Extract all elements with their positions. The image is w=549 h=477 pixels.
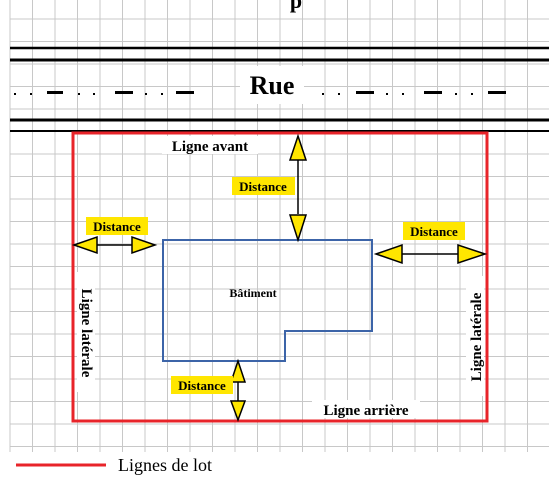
- street-centerline-left: [14, 91, 194, 95]
- front-distance-highlight: [232, 177, 295, 195]
- left-side-label-background: [77, 272, 95, 392]
- left-distance-label: Distance: [93, 219, 141, 234]
- front-line-label-background: [162, 136, 258, 154]
- left-side-label: Ligne latérale: [78, 289, 94, 378]
- legend-background: [10, 452, 250, 474]
- legend-label: Lignes de lot: [118, 455, 212, 475]
- front-distance-label: Distance: [239, 179, 287, 194]
- right-distance-label: Distance: [410, 224, 458, 239]
- right-distance-highlight: [403, 222, 465, 240]
- rear-line-label-background: [312, 400, 420, 418]
- right-distance-arrow: [373, 243, 488, 265]
- left-distance-highlight: [86, 217, 148, 235]
- front-distance-arrow: [288, 133, 308, 243]
- street-label-background: [240, 66, 304, 104]
- building-label: Bâtiment: [229, 286, 276, 300]
- right-side-label: Ligne latérale: [469, 292, 485, 381]
- street-label: Rue: [250, 71, 295, 100]
- building-outline: [162, 239, 373, 362]
- rear-distance-label: Distance: [178, 378, 226, 393]
- left-distance-arrow: [71, 235, 158, 255]
- right-side-label-background: [466, 276, 484, 396]
- front-line-label: Ligne avant: [172, 139, 248, 155]
- lot-boundary: [71, 131, 489, 423]
- rear-distance-arrow: [229, 358, 247, 423]
- street-lines: [10, 46, 549, 132]
- street-centerline-right: [322, 91, 506, 95]
- header-partial-text: p: [290, 0, 302, 13]
- rear-distance-highlight: [171, 376, 233, 394]
- rear-line-label: Ligne arrière: [323, 403, 408, 419]
